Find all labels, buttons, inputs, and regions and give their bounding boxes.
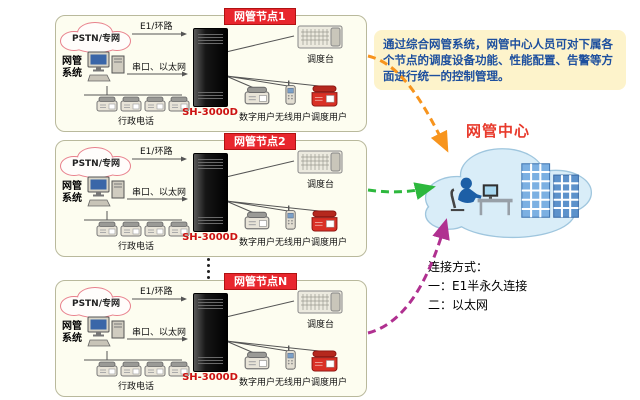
node-title: 网管节点2: [234, 135, 286, 148]
pstn-label: PSTN/专网: [71, 298, 121, 309]
nms-center-cloud-icon: [420, 136, 600, 244]
dispatch-console-icon: [296, 149, 344, 175]
wireless-user-phone-icon: [284, 80, 299, 106]
node-title-banner: 网管节点1: [224, 8, 296, 25]
node-wiring: [84, 156, 320, 221]
wireless-user-phone-icon: [284, 205, 299, 231]
dispatch-user-phone-icon: [310, 349, 339, 372]
workstation-icon: [86, 175, 126, 209]
operator-icon: [450, 177, 482, 212]
node-title-banner: 网管节点N: [224, 273, 298, 290]
pstn-cloud-icon: PSTN/专网: [58, 20, 134, 54]
user-label-wireless: 无线用户: [274, 113, 311, 123]
user-label-dispatch: 调度用户: [310, 378, 347, 388]
dispatch-console-icon: [296, 24, 344, 50]
desk-phone-icon: [96, 96, 118, 112]
connection-item-ethernet: 二：以太网: [428, 298, 489, 312]
server-model-label: SH-3000D: [182, 107, 238, 118]
dispatch-user-phone-icon: [310, 84, 339, 107]
user-label-digital: 数字用户: [238, 378, 275, 388]
dispatch-console-label: 调度台: [307, 55, 335, 65]
desk-phone-icon: [120, 221, 142, 237]
desk-phone-icon: [144, 221, 166, 237]
connection-title: 连接方式：: [428, 260, 489, 274]
pstn-label: PSTN/专网: [71, 33, 121, 44]
pstn-cloud-icon: PSTN/专网: [58, 285, 134, 319]
node-title: 网管节点N: [234, 275, 288, 288]
dispatch-console-label: 调度台: [307, 180, 335, 190]
nms-center-title: 网管中心: [466, 122, 531, 140]
node-panel-2: PSTN/专网 E1/环路 网管系统 串口、以太网 SH-3000D 行政电话 …: [55, 133, 367, 257]
digital-user-phone-icon: [244, 86, 270, 105]
workstation-icon: [86, 315, 126, 349]
admin-phones-label: 行政电话: [118, 117, 155, 127]
desk-phone-icon: [96, 221, 118, 237]
workstation-desk-icon: [477, 184, 513, 216]
user-label-wireless: 无线用户: [274, 238, 311, 248]
dispatch-user-phone-icon: [310, 209, 339, 232]
desk-phone-icon: [120, 361, 142, 377]
desk-phone-icon: [120, 96, 142, 112]
nms-label: 网管系统: [62, 56, 82, 79]
server-model-label: SH-3000D: [182, 232, 238, 243]
serial-label: 串口、以太网: [132, 63, 187, 73]
continuation-ellipsis: [207, 258, 210, 279]
node-panel-n: PSTN/专网 E1/环路 网管系统 串口、以太网 SH-3000D 行政电话 …: [55, 273, 367, 397]
nms-label: 网管系统: [62, 321, 82, 344]
digital-user-phone-icon: [244, 351, 270, 370]
e1-link-label: E1/环路: [140, 22, 173, 32]
workstation-icon: [86, 50, 126, 84]
connection-item-e1: 一：E1半永久连接: [428, 279, 528, 293]
e1-link-label: E1/环路: [140, 147, 173, 157]
description-text: 通过综合网管系统，网管中心人员可对下属各个节点的调度设备功能、性能配置、告警等方…: [383, 37, 613, 83]
node-panel-1: PSTN/专网 E1/环路 网管系统 串口、以太网 SH-3000D 行政电话 …: [55, 8, 367, 132]
node-wiring: [84, 31, 320, 96]
node-title: 网管节点1: [234, 10, 286, 23]
node-title-banner: 网管节点2: [224, 133, 296, 150]
user-label-digital: 数字用户: [238, 113, 275, 123]
desk-phone-icon: [144, 361, 166, 377]
serial-label: 串口、以太网: [132, 328, 187, 338]
dispatch-console-label: 调度台: [307, 320, 335, 330]
digital-user-phone-icon: [244, 211, 270, 230]
serial-label: 串口、以太网: [132, 188, 187, 198]
admin-phones-label: 行政电话: [118, 242, 155, 252]
e1-link-label: E1/环路: [140, 287, 173, 297]
node-wiring: [84, 296, 320, 361]
wireless-user-phone-icon: [284, 345, 299, 371]
user-label-dispatch: 调度用户: [310, 238, 347, 248]
desk-phone-icon: [96, 361, 118, 377]
pstn-label: PSTN/专网: [71, 158, 121, 169]
server-cabinet-icon: [193, 28, 228, 107]
desk-phone-icon: [144, 96, 166, 112]
nms-label: 网管系统: [62, 181, 82, 204]
dispatch-console-icon: [296, 289, 344, 315]
server-model-label: SH-3000D: [182, 372, 238, 383]
description-box: 通过综合网管系统，网管中心人员可对下属各个节点的调度设备功能、性能配置、告警等方…: [374, 30, 626, 90]
user-label-dispatch: 调度用户: [310, 113, 347, 123]
pstn-cloud-icon: PSTN/专网: [58, 145, 134, 179]
server-cabinet-icon: [193, 293, 228, 372]
server-cabinet-icon: [193, 153, 228, 232]
connection-methods: 连接方式： 一：E1半永久连接 二：以太网: [428, 258, 527, 315]
admin-phones-label: 行政电话: [118, 382, 155, 392]
buildings-icon: [521, 163, 579, 218]
user-label-wireless: 无线用户: [274, 378, 311, 388]
user-label-digital: 数字用户: [238, 238, 275, 248]
